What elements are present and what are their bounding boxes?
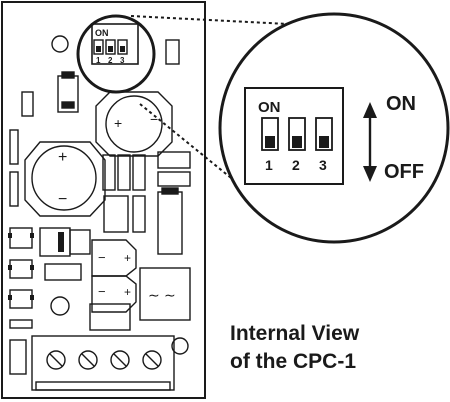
svg-text:−: − — [98, 284, 106, 299]
magnified-switch-on-label: ON — [258, 99, 281, 116]
magnified-switch-position-3: 3 — [319, 157, 327, 173]
board-dip-switch — [76, 14, 156, 94]
svg-text:∼: ∼ — [148, 287, 160, 303]
svg-text:+: + — [114, 115, 122, 131]
regulators: − + − + ∼ ∼ — [91, 239, 176, 313]
magnified-switch-position-1: 1 — [265, 157, 273, 173]
magnified-dip-switch — [244, 87, 344, 185]
direction-off-label: OFF — [384, 161, 424, 183]
svg-text:+: + — [58, 149, 67, 166]
svg-text:∼: ∼ — [164, 287, 176, 303]
svg-text:−: − — [150, 111, 158, 127]
large-capacitor: + − — [24, 141, 106, 217]
upper-capacitor: + − — [95, 91, 173, 157]
board-switch-on-label: ON — [95, 28, 109, 38]
mounting-hole — [171, 337, 189, 355]
circuit-board — [1, 1, 206, 399]
board-switch-position-2: 2 — [108, 56, 113, 65]
svg-text:+: + — [124, 251, 131, 265]
svg-text:+: + — [124, 285, 131, 299]
caption-line-1: Internal View — [230, 322, 360, 345]
direction-on-label: ON — [386, 93, 416, 115]
small-transistors — [8, 232, 64, 300]
caption-line-2: of the CPC-1 — [230, 350, 356, 373]
svg-text:−: − — [98, 250, 106, 265]
board-switch-position-3: 3 — [120, 56, 125, 65]
on-off-double-arrow-icon — [363, 102, 377, 182]
mounting-hole — [51, 35, 69, 53]
mounting-hole — [50, 296, 70, 316]
board-switch-position-1: 1 — [96, 56, 101, 65]
svg-text:−: − — [58, 191, 67, 208]
terminal-block — [31, 335, 175, 391]
board-components — [9, 39, 191, 375]
magnified-switch-position-2: 2 — [292, 157, 300, 173]
magnified-view-circle — [218, 12, 450, 244]
